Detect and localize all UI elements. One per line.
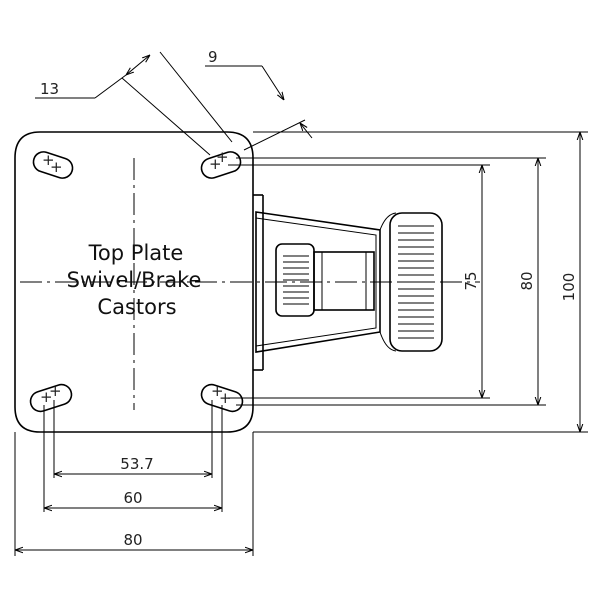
mounting-slot-bottom-left: + + bbox=[29, 382, 73, 413]
slot-width-label: 9 bbox=[208, 48, 218, 66]
svg-text:+: + bbox=[219, 389, 232, 407]
svg-text:+: + bbox=[49, 382, 62, 400]
svg-text:+: + bbox=[50, 158, 63, 176]
svg-text:+: + bbox=[40, 388, 53, 406]
hole-span-inner-label: 53.7 bbox=[120, 455, 153, 473]
svg-text:+: + bbox=[211, 382, 224, 400]
vertical-inner-label: 75 bbox=[462, 271, 480, 290]
svg-text:+: + bbox=[216, 148, 229, 166]
hole-span-outer-label: 60 bbox=[123, 489, 142, 507]
vertical-mid-label: 80 bbox=[518, 271, 536, 290]
vertical-outer-label: 100 bbox=[560, 273, 578, 302]
title-line-1: Top Plate bbox=[88, 241, 184, 265]
brake-lever-housing bbox=[275, 243, 375, 317]
svg-text:+: + bbox=[42, 151, 55, 169]
brake-pedal bbox=[379, 212, 443, 352]
title-line-2: Swivel/Brake bbox=[67, 268, 202, 292]
plate-width-label: 80 bbox=[123, 531, 142, 549]
slot-length-label: 13 bbox=[40, 80, 59, 98]
mounting-slot-bottom-right: + + bbox=[200, 382, 244, 413]
title-line-3: Castors bbox=[97, 295, 176, 319]
slot-length-callout bbox=[35, 51, 233, 156]
mounting-slot-top-left: + + bbox=[32, 151, 74, 179]
mounting-slot-top-right: + + bbox=[200, 148, 242, 179]
svg-text:+: + bbox=[209, 155, 222, 173]
slot-width-callout bbox=[205, 65, 313, 151]
top-plate-outline bbox=[14, 131, 254, 433]
